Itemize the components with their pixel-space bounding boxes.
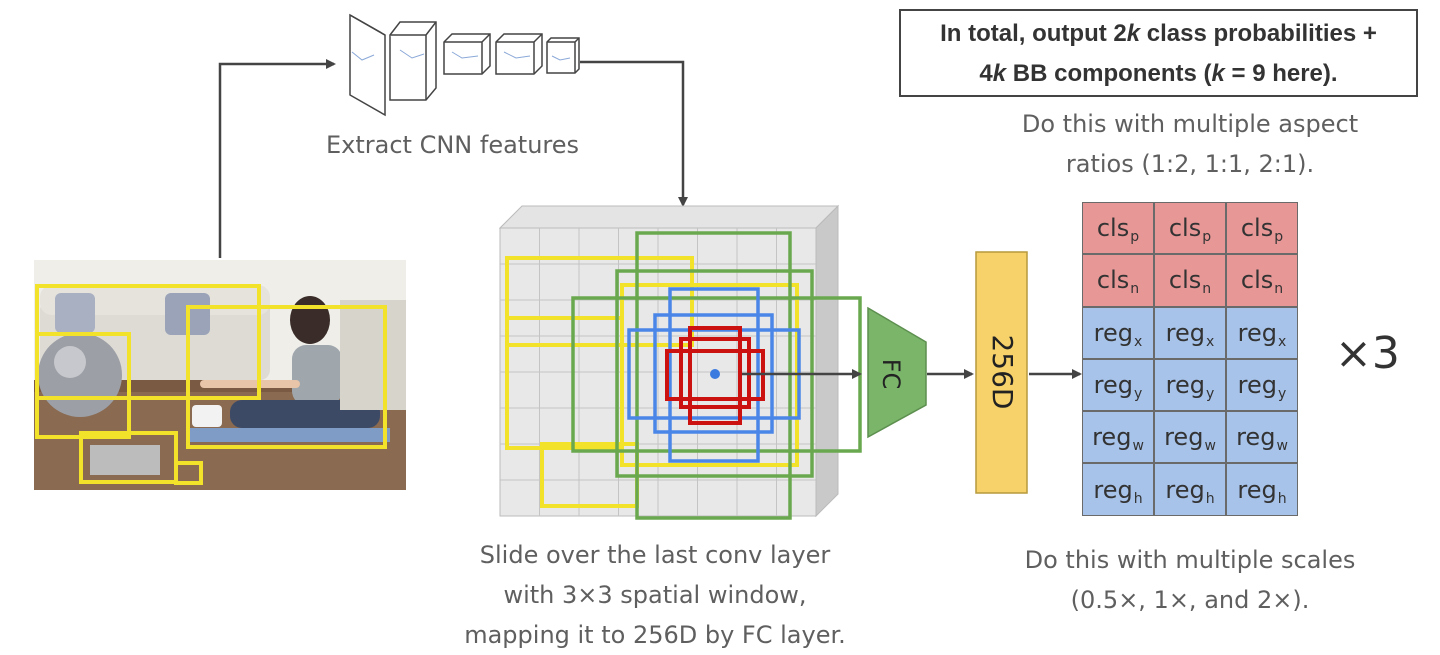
output-cell-base: reg (1236, 423, 1276, 452)
output-cell-subscript: p (1202, 229, 1212, 246)
aspect-caption-line: Do this with multiple aspect (1021, 110, 1359, 138)
output-cell-subscript: h (1277, 490, 1287, 507)
output-cell-base: reg (1165, 371, 1206, 400)
output-cell-base: cls (1168, 266, 1202, 295)
k-symbol: k (992, 60, 1007, 87)
output-cell-base: cls (1096, 214, 1130, 243)
output-cell-base: reg (1093, 318, 1134, 347)
slide-caption: Slide over the last conv layer with 3×3 … (440, 535, 870, 655)
output-cell-subscript: n (1274, 281, 1284, 298)
output-cell-base: reg (1237, 371, 1278, 400)
output-cell-subscript: w (1204, 438, 1216, 455)
arrow-to-feature-map (580, 60, 688, 207)
output-cell-base: reg (1093, 371, 1134, 400)
slide-caption-line: Slide over the last conv layer (479, 541, 831, 569)
fc-layer (867, 306, 927, 439)
total-output-box: In total, output 2k class probabilities … (899, 9, 1418, 97)
aspect-caption-line: ratios (1:2, 1:1, 2:1). (1065, 150, 1315, 178)
output-cell-base: reg (1165, 318, 1206, 347)
arrow-to-cnn (218, 59, 336, 258)
cnn-kernel-lines (351, 49, 571, 61)
aspect-caption: Do this with multiple aspect ratios (1:2… (990, 104, 1390, 184)
output-cell-base: reg (1165, 475, 1205, 504)
output-cell-subscript: p (1274, 229, 1284, 246)
output-cell-base: reg (1237, 475, 1277, 504)
cnn-label: Extract CNN features (325, 131, 580, 159)
output-cell-subscript: y (1278, 386, 1287, 403)
total-text: class probabilities + (1140, 20, 1377, 47)
total-text: BB components ( (1006, 60, 1212, 87)
output-cell-subscript: w (1276, 438, 1288, 455)
output-cell-base: reg (1092, 423, 1132, 452)
scale-caption-line: Do this with multiple scales (1024, 546, 1356, 574)
output-cell-base: cls (1240, 266, 1274, 295)
total-text: 4 (979, 60, 993, 87)
output-cell-base: reg (1093, 475, 1133, 504)
output-cell-subscript: h (1205, 490, 1215, 507)
total-line-2: 4k BB components (k = 9 here). (901, 54, 1416, 94)
output-cell-base: reg (1237, 318, 1278, 347)
cnn-icon (349, 13, 580, 117)
output-cell-subscript: x (1134, 333, 1143, 350)
scale-caption-line: (0.5×, 1×, and 2×). (1070, 586, 1310, 614)
k-symbol: k (1126, 20, 1141, 47)
dim-block (975, 251, 1028, 494)
output-cell-base: cls (1096, 266, 1130, 295)
fc-label: FC (877, 359, 905, 390)
output-cell-subscript: n (1130, 281, 1140, 298)
output-cell-base: reg (1164, 423, 1204, 452)
output-cell-subscript: w (1132, 438, 1144, 455)
total-text: In total, output 2 (940, 20, 1127, 47)
slide-caption-line: with 3×3 spatial window, (503, 581, 807, 609)
photo-proposal-boxes (35, 284, 387, 485)
input-photo (34, 260, 406, 490)
output-cell-subscript: x (1206, 333, 1215, 350)
total-text: = 9 here). (1224, 60, 1338, 87)
output-cell-subscript: n (1202, 281, 1212, 298)
output-cell-base: cls (1168, 214, 1202, 243)
output-cell-subscript: x (1278, 333, 1287, 350)
dim-label: 256D (986, 334, 1019, 409)
k-symbol: k (1211, 60, 1225, 87)
anchor-center-dot (710, 369, 720, 379)
output-cell-base: cls (1240, 214, 1274, 243)
output-cell-subscript: p (1130, 229, 1140, 246)
output-cell-subscript: y (1134, 386, 1143, 403)
slide-caption-line: mapping it to 256D by FC layer. (464, 621, 846, 649)
output-cell-subscript: y (1206, 386, 1215, 403)
scale-caption: Do this with multiple scales (0.5×, 1×, … (1000, 540, 1380, 620)
total-line-1: In total, output 2k class probabilities … (901, 14, 1416, 54)
output-cell-subscript: h (1133, 490, 1143, 507)
multiplier-label: ×3 (1335, 328, 1400, 379)
